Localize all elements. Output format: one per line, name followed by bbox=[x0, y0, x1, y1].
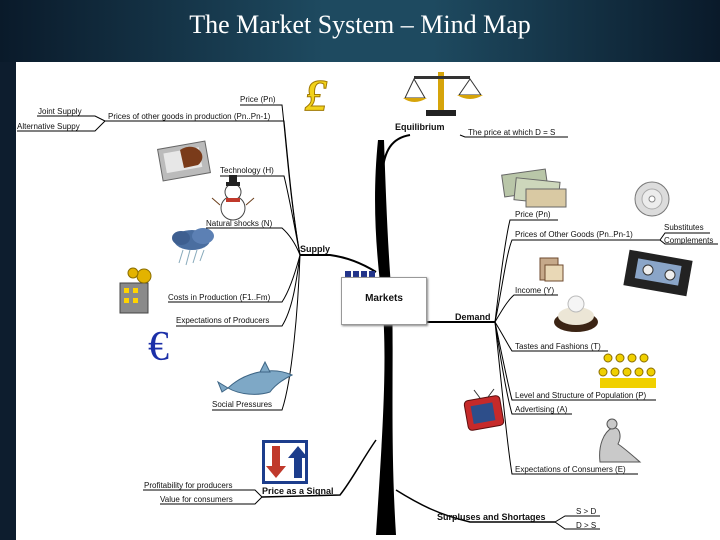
left-strip bbox=[0, 62, 16, 540]
branch-supply bbox=[300, 254, 377, 273]
euro-icon: € bbox=[148, 324, 169, 370]
supply-links bbox=[17, 104, 301, 411]
title-bar: The Market System – Mind Map bbox=[0, 0, 720, 62]
technology: Technology (H) bbox=[220, 166, 274, 175]
branch-surpluses bbox=[395, 489, 555, 523]
keyboard-hand-icon bbox=[157, 140, 211, 182]
dolphin-icon bbox=[216, 360, 294, 395]
storm-cloud-icon bbox=[172, 228, 214, 266]
banknotes-icon bbox=[501, 168, 567, 208]
branch-signal bbox=[261, 439, 377, 498]
joint-supply: Joint Supply bbox=[38, 107, 82, 116]
television-icon bbox=[463, 388, 505, 431]
consumer-expectations: Expectations of Consumers (E) bbox=[515, 465, 626, 474]
demand-other-goods: Prices of Other Goods (Pn..Pn-1) bbox=[515, 230, 633, 239]
central-node-label: Markets bbox=[365, 293, 403, 304]
profitability: Profitability for producers bbox=[144, 481, 232, 490]
producer-expectations: Expectations of Producers bbox=[176, 316, 269, 325]
central-node: Markets bbox=[341, 277, 427, 325]
d-greater-s: D > S bbox=[576, 521, 596, 530]
natural-shocks: Natural shocks (N) bbox=[206, 219, 273, 228]
thinker-icon bbox=[599, 418, 642, 463]
equilibrium-price: The price at which D = S bbox=[468, 128, 555, 137]
tastes-fashions: Tastes and Fashions (T) bbox=[515, 342, 601, 351]
trunk-shape bbox=[375, 140, 396, 535]
branch-equilibrium bbox=[381, 134, 411, 176]
population: Level and Structure of Population (P) bbox=[515, 391, 647, 400]
equilibrium-link bbox=[459, 134, 568, 138]
complements: Complements bbox=[664, 236, 713, 245]
supply-label: Supply bbox=[300, 244, 330, 254]
markets-marker-icon bbox=[345, 271, 375, 277]
video-tape-icon bbox=[623, 249, 693, 297]
supply-price: Price (Pn) bbox=[240, 95, 276, 104]
signal-links bbox=[143, 489, 263, 505]
s-greater-d: S > D bbox=[576, 507, 596, 516]
alternative-supply: Alternative Suppy bbox=[17, 122, 80, 131]
balance-scale-icon bbox=[403, 72, 483, 116]
crowd-icon bbox=[598, 353, 656, 388]
value-consumers: Value for consumers bbox=[160, 495, 233, 504]
advertising: Advertising (A) bbox=[515, 405, 568, 414]
substitutes: Substitutes bbox=[664, 223, 704, 232]
demand-price: Price (Pn) bbox=[515, 210, 551, 219]
cd-icon bbox=[634, 181, 670, 217]
cash-hand-icon bbox=[539, 257, 564, 282]
equilibrium-label: Equilibrium bbox=[395, 122, 445, 132]
surplus-links bbox=[554, 515, 600, 530]
factory-icon bbox=[119, 267, 152, 314]
demand-links bbox=[494, 219, 718, 475]
supply-other-goods: Prices of other goods in production (Pn.… bbox=[108, 112, 271, 121]
cake-icon bbox=[554, 295, 598, 332]
social-pressures: Social Pressures bbox=[212, 400, 272, 409]
demand-label: Demand bbox=[455, 312, 491, 322]
income: Income (Y) bbox=[515, 286, 554, 295]
price-signal-label: Price as a Signal bbox=[262, 486, 334, 496]
pound-icon: £ bbox=[304, 71, 328, 120]
surpluses-label: Surpluses and Shortages bbox=[437, 512, 546, 522]
up-down-arrows-icon bbox=[262, 440, 308, 484]
slide-title: The Market System – Mind Map bbox=[189, 10, 531, 39]
snowman-icon bbox=[211, 175, 255, 221]
costs-production: Costs in Production (F1..Fm) bbox=[168, 293, 271, 302]
